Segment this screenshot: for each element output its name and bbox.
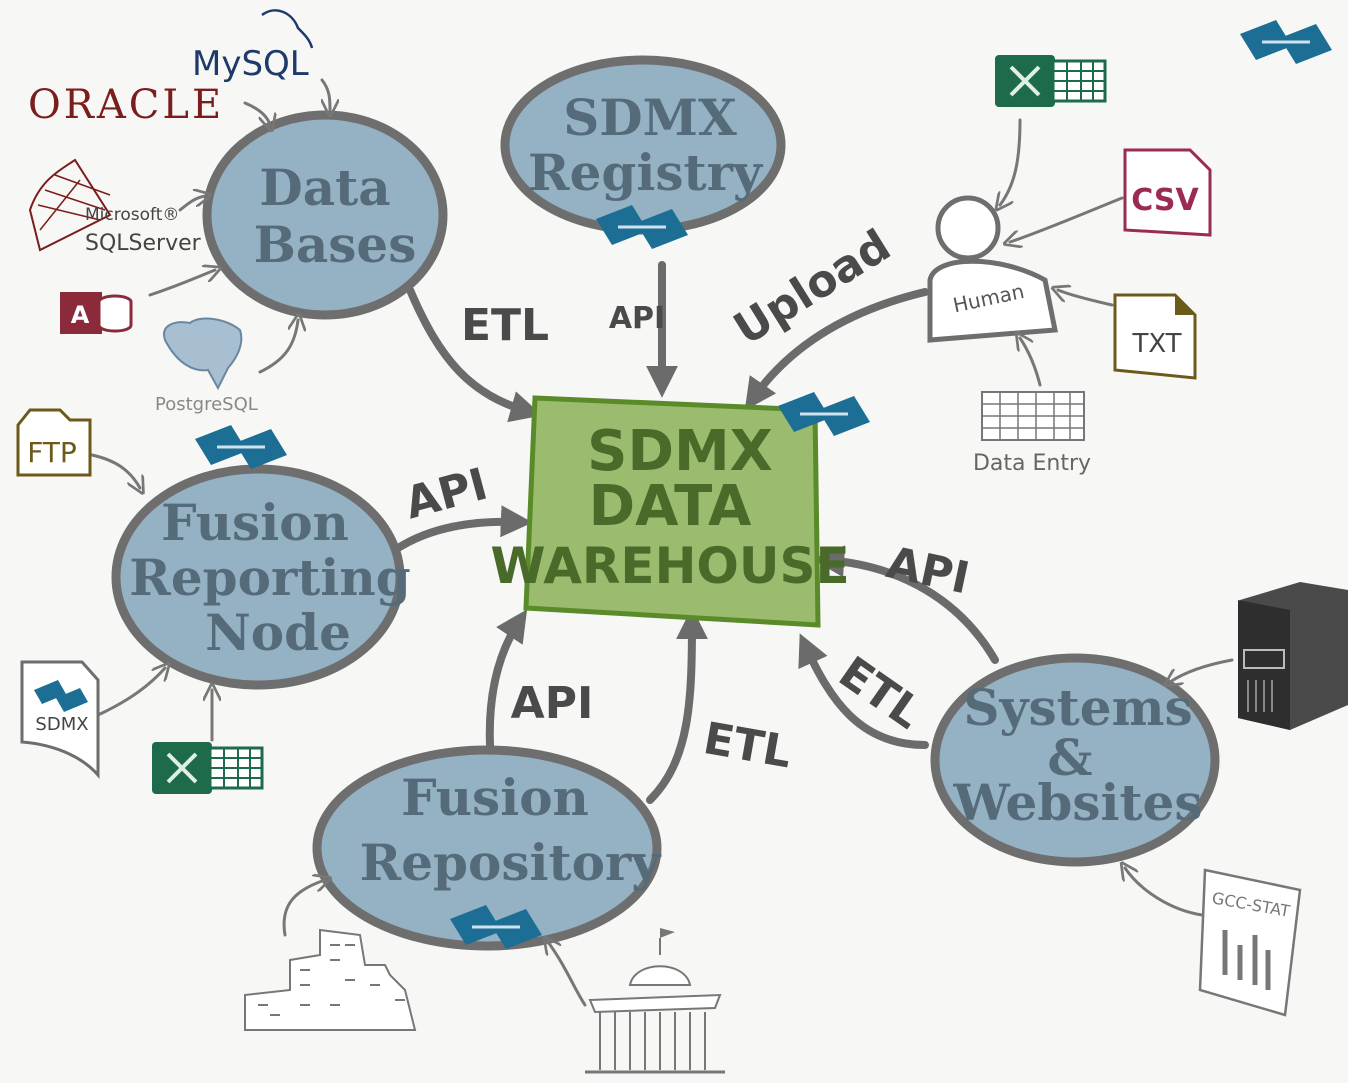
arrow-human-to-warehouse (744, 288, 929, 411)
arrow-access (148, 270, 215, 297)
label-etl-systems: ETL (830, 647, 931, 739)
postgres-label: PostgreSQL (155, 394, 258, 415)
repository-line-1: Fusion (401, 768, 589, 827)
server-icon (1238, 582, 1348, 730)
frn-line-3: Node (205, 603, 351, 662)
arrow-sdmx-file (96, 668, 165, 717)
registry-line-1: SDMX (563, 88, 737, 147)
access-icon: A (60, 292, 133, 334)
systems-line-1: Systems (963, 678, 1192, 737)
arrow-data-entry (1020, 338, 1042, 387)
registry-line-2: Registry (528, 143, 764, 202)
label-etl-databases: ETL (461, 300, 549, 351)
data-entry-icon: Data Entry (973, 391, 1091, 476)
sdmx-file-icon: SDMX (20, 660, 100, 780)
txt-label: TXT (1131, 329, 1181, 359)
frn-line-1: Fusion (161, 493, 349, 552)
gcc-stat-report-icon: GCC-STAT (1198, 868, 1302, 1017)
label-api-registry: API (609, 301, 665, 336)
systems-line-3: Websites (952, 773, 1202, 832)
label-api-repository: API (511, 678, 594, 729)
sdmx-logo-icon (193, 423, 289, 471)
excel-icon (150, 740, 264, 796)
mssql-logo: Microsoft® SQLServer (28, 158, 202, 256)
node-sdmx-registry: SDMX Registry (500, 55, 786, 251)
arrow-buildings (282, 880, 325, 937)
node-fusion-reporting-node: Fusion Reporting Node (111, 423, 411, 690)
arrow-mssql (178, 196, 205, 212)
ftp-label: FTP (27, 436, 77, 469)
node-fusion-repository: Fusion Repository (312, 745, 663, 951)
mysql-label: MySQL (192, 44, 309, 84)
arrow-txt (1058, 290, 1114, 307)
label-upload: Upload (725, 220, 899, 355)
postgres-logo: PostgreSQL (155, 317, 258, 415)
arrow-excel-human (1000, 118, 1022, 205)
arrow-repo-api-to-warehouse (485, 609, 528, 749)
mssql-label-bottom: SQLServer (85, 231, 202, 256)
arrow-csv (1010, 196, 1124, 242)
mysql-logo: MySQL (192, 9, 314, 84)
arrow-server (1170, 658, 1234, 682)
mssql-label-top: Microsoft® (85, 205, 179, 225)
frn-line-2: Reporting (129, 548, 410, 607)
databases-line-1: Data (259, 158, 390, 217)
dolphin-icon (261, 9, 314, 49)
arrow-systems-etl-to-warehouse (798, 633, 929, 749)
arrow-databases-to-warehouse (406, 286, 543, 423)
csv-label: CSV (1131, 183, 1199, 218)
warehouse-line-3: WAREHOUSE (490, 537, 849, 595)
node-human: Human (927, 195, 1059, 343)
systems-line-2: & (1047, 728, 1092, 787)
warehouse-line-1: SDMX (587, 419, 773, 484)
txt-file-icon: TXT (1113, 293, 1197, 380)
label-api-systems: API (882, 537, 973, 604)
arrow-oracle (243, 101, 270, 125)
label-etl-repository: ETL (700, 713, 796, 779)
label-api-frn: API (400, 459, 493, 530)
arrow-systems-api-to-warehouse (812, 545, 999, 664)
sdmx-data-warehouse: SDMX DATA WAREHOUSE (490, 390, 872, 628)
node-databases: Data Bases (202, 110, 448, 320)
arrow-ftp (90, 453, 140, 488)
elephant-icon (163, 317, 243, 391)
government-building-icon (585, 928, 725, 1074)
mssql-icon (28, 158, 112, 252)
arrow-gcc-stat (1125, 868, 1204, 917)
excel-icon (993, 53, 1107, 109)
sdmx-file-label: SDMX (35, 714, 88, 735)
arrow-postgres (258, 320, 298, 374)
oracle-label: ORACLE (28, 82, 224, 128)
repository-line-2: Repository (360, 833, 663, 892)
ftp-folder-icon: FTP (16, 408, 92, 477)
buildings-icon (244, 928, 417, 1031)
arrow-repo-etl-to-warehouse (646, 607, 708, 804)
warehouse-line-2: DATA (589, 474, 752, 539)
node-systems-websites: Systems & Websites (930, 653, 1220, 867)
access-label: A (71, 301, 90, 329)
arrow-government (548, 942, 587, 1007)
arrow-frn-to-warehouse (394, 505, 533, 552)
csv-file-icon: CSV (1123, 148, 1212, 237)
sdmx-logo-icon (1238, 18, 1334, 66)
data-entry-label: Data Entry (973, 451, 1091, 476)
databases-line-2: Bases (254, 215, 417, 274)
arrow-mysql (320, 78, 330, 110)
